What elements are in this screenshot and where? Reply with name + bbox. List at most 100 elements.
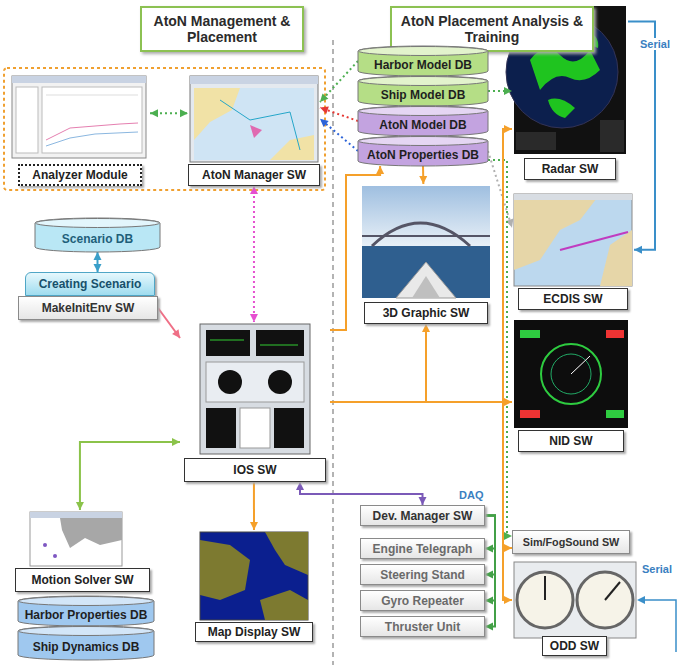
radar-screen bbox=[548, 99, 575, 118]
arrow-head bbox=[376, 166, 384, 174]
motion-screen bbox=[43, 543, 47, 547]
connector-line bbox=[488, 160, 512, 536]
arrow-head bbox=[504, 544, 512, 552]
motion-screen bbox=[30, 512, 122, 518]
ios-panel bbox=[206, 362, 304, 402]
nid-screen bbox=[551, 354, 591, 394]
nid-screen bbox=[571, 356, 590, 374]
nid-screen bbox=[541, 344, 601, 404]
map-screenshot bbox=[190, 76, 318, 84]
arrow-head bbox=[172, 329, 180, 338]
software-module: Map Display SW bbox=[195, 530, 313, 642]
nid-screen bbox=[606, 330, 624, 338]
analyzer-screenshot bbox=[46, 123, 138, 140]
node-label: Engine Telegraph bbox=[373, 542, 473, 556]
cylinder-body bbox=[18, 596, 154, 626]
connector-line bbox=[488, 151, 512, 227]
nid-screen bbox=[520, 330, 540, 338]
node-label: Ship Dynamics DB bbox=[33, 640, 140, 654]
arrow-head bbox=[419, 497, 427, 505]
ios-panel bbox=[240, 408, 270, 448]
map-screenshot bbox=[190, 76, 318, 162]
connector bbox=[94, 252, 102, 272]
chart-screen bbox=[514, 194, 632, 286]
connector bbox=[485, 516, 495, 605]
software-module: Analyzer Module bbox=[10, 74, 150, 186]
connector-line bbox=[330, 402, 512, 548]
node-label: Map Display SW bbox=[208, 625, 301, 639]
cylinder-body bbox=[35, 218, 160, 252]
arrow-head bbox=[485, 571, 493, 579]
analyzer-screenshot bbox=[46, 132, 138, 146]
node-label: Analyzer Module bbox=[32, 168, 127, 182]
node-label: AtoN Manager SW bbox=[202, 168, 306, 182]
map-screen bbox=[200, 532, 308, 620]
device-box: Gyro Repeater bbox=[360, 590, 485, 611]
arrow-head bbox=[320, 119, 329, 127]
cylinder-body bbox=[358, 136, 488, 166]
analyzer-screenshot bbox=[42, 87, 142, 153]
connector bbox=[76, 438, 180, 510]
section-header: AtoN Management & Placement bbox=[140, 6, 304, 52]
signal-label: Serial bbox=[641, 563, 673, 575]
arrow-head bbox=[485, 597, 493, 605]
connector bbox=[628, 22, 655, 254]
connector bbox=[330, 324, 430, 402]
node-label: NID SW bbox=[549, 434, 592, 448]
software-module: NID SW bbox=[512, 318, 630, 452]
edge-label: Serial bbox=[638, 38, 672, 50]
connector-line bbox=[628, 22, 655, 250]
database-cylinder: Ship Dynamics DB bbox=[18, 626, 154, 660]
arrow-head bbox=[485, 545, 493, 553]
software-module: IOS SW bbox=[180, 322, 330, 482]
arrow-head bbox=[485, 623, 493, 631]
map-screen bbox=[265, 532, 308, 575]
arrow-head bbox=[504, 125, 512, 133]
gauge-dials bbox=[605, 582, 620, 600]
radar-screen bbox=[530, 49, 600, 90]
node-label: 3D Graphic SW bbox=[383, 306, 470, 320]
analyzer-screenshot bbox=[16, 87, 38, 153]
ios-panel bbox=[206, 330, 250, 356]
connector-line bbox=[330, 129, 512, 402]
map-screenshot bbox=[194, 88, 314, 160]
label-box: Motion Solver SW bbox=[15, 568, 150, 592]
cylinder-body bbox=[18, 626, 154, 660]
arrow-head bbox=[250, 314, 258, 322]
cylinder-top bbox=[19, 597, 154, 606]
software-module: ECDIS SW bbox=[512, 192, 634, 310]
arrow-head bbox=[634, 246, 642, 254]
label-box: Map Display SW bbox=[195, 622, 313, 642]
map-screen bbox=[200, 532, 308, 620]
map-screen bbox=[200, 540, 250, 600]
database-cylinder: Scenario DB bbox=[35, 218, 160, 252]
section-divider bbox=[332, 40, 334, 665]
database-cylinder: Harbor Properties DB bbox=[18, 596, 154, 626]
3d-scene bbox=[412, 276, 440, 298]
node-label: IOS SW bbox=[233, 463, 276, 477]
cylinder-body bbox=[358, 76, 488, 106]
node-label: AtoN Placement Analysis & Training bbox=[398, 13, 586, 45]
arrow-head bbox=[76, 502, 84, 510]
database-cylinder: Ship Model DB bbox=[358, 76, 488, 106]
arrow-head bbox=[296, 482, 304, 490]
arrow-head bbox=[150, 109, 158, 117]
cylinder-body bbox=[358, 46, 488, 76]
3d-scene bbox=[362, 235, 490, 237]
section-header: AtoN Placement Analysis & Training bbox=[390, 6, 594, 52]
connector bbox=[150, 109, 188, 117]
3d-scene bbox=[362, 246, 490, 298]
serial-wire bbox=[637, 596, 645, 604]
map-screenshot bbox=[220, 100, 300, 150]
node-label: Sim/FogSound SW bbox=[523, 536, 620, 548]
motion-screen bbox=[60, 518, 122, 548]
ios-panel bbox=[274, 408, 304, 448]
gauge-dials bbox=[514, 562, 636, 638]
node-label: Motion Solver SW bbox=[32, 573, 134, 587]
chart-screen bbox=[560, 232, 628, 250]
arrow-head bbox=[422, 324, 430, 332]
process-tab: Creating Scenario bbox=[25, 272, 155, 296]
arrow-head bbox=[320, 93, 328, 102]
map-screenshot bbox=[194, 88, 240, 140]
